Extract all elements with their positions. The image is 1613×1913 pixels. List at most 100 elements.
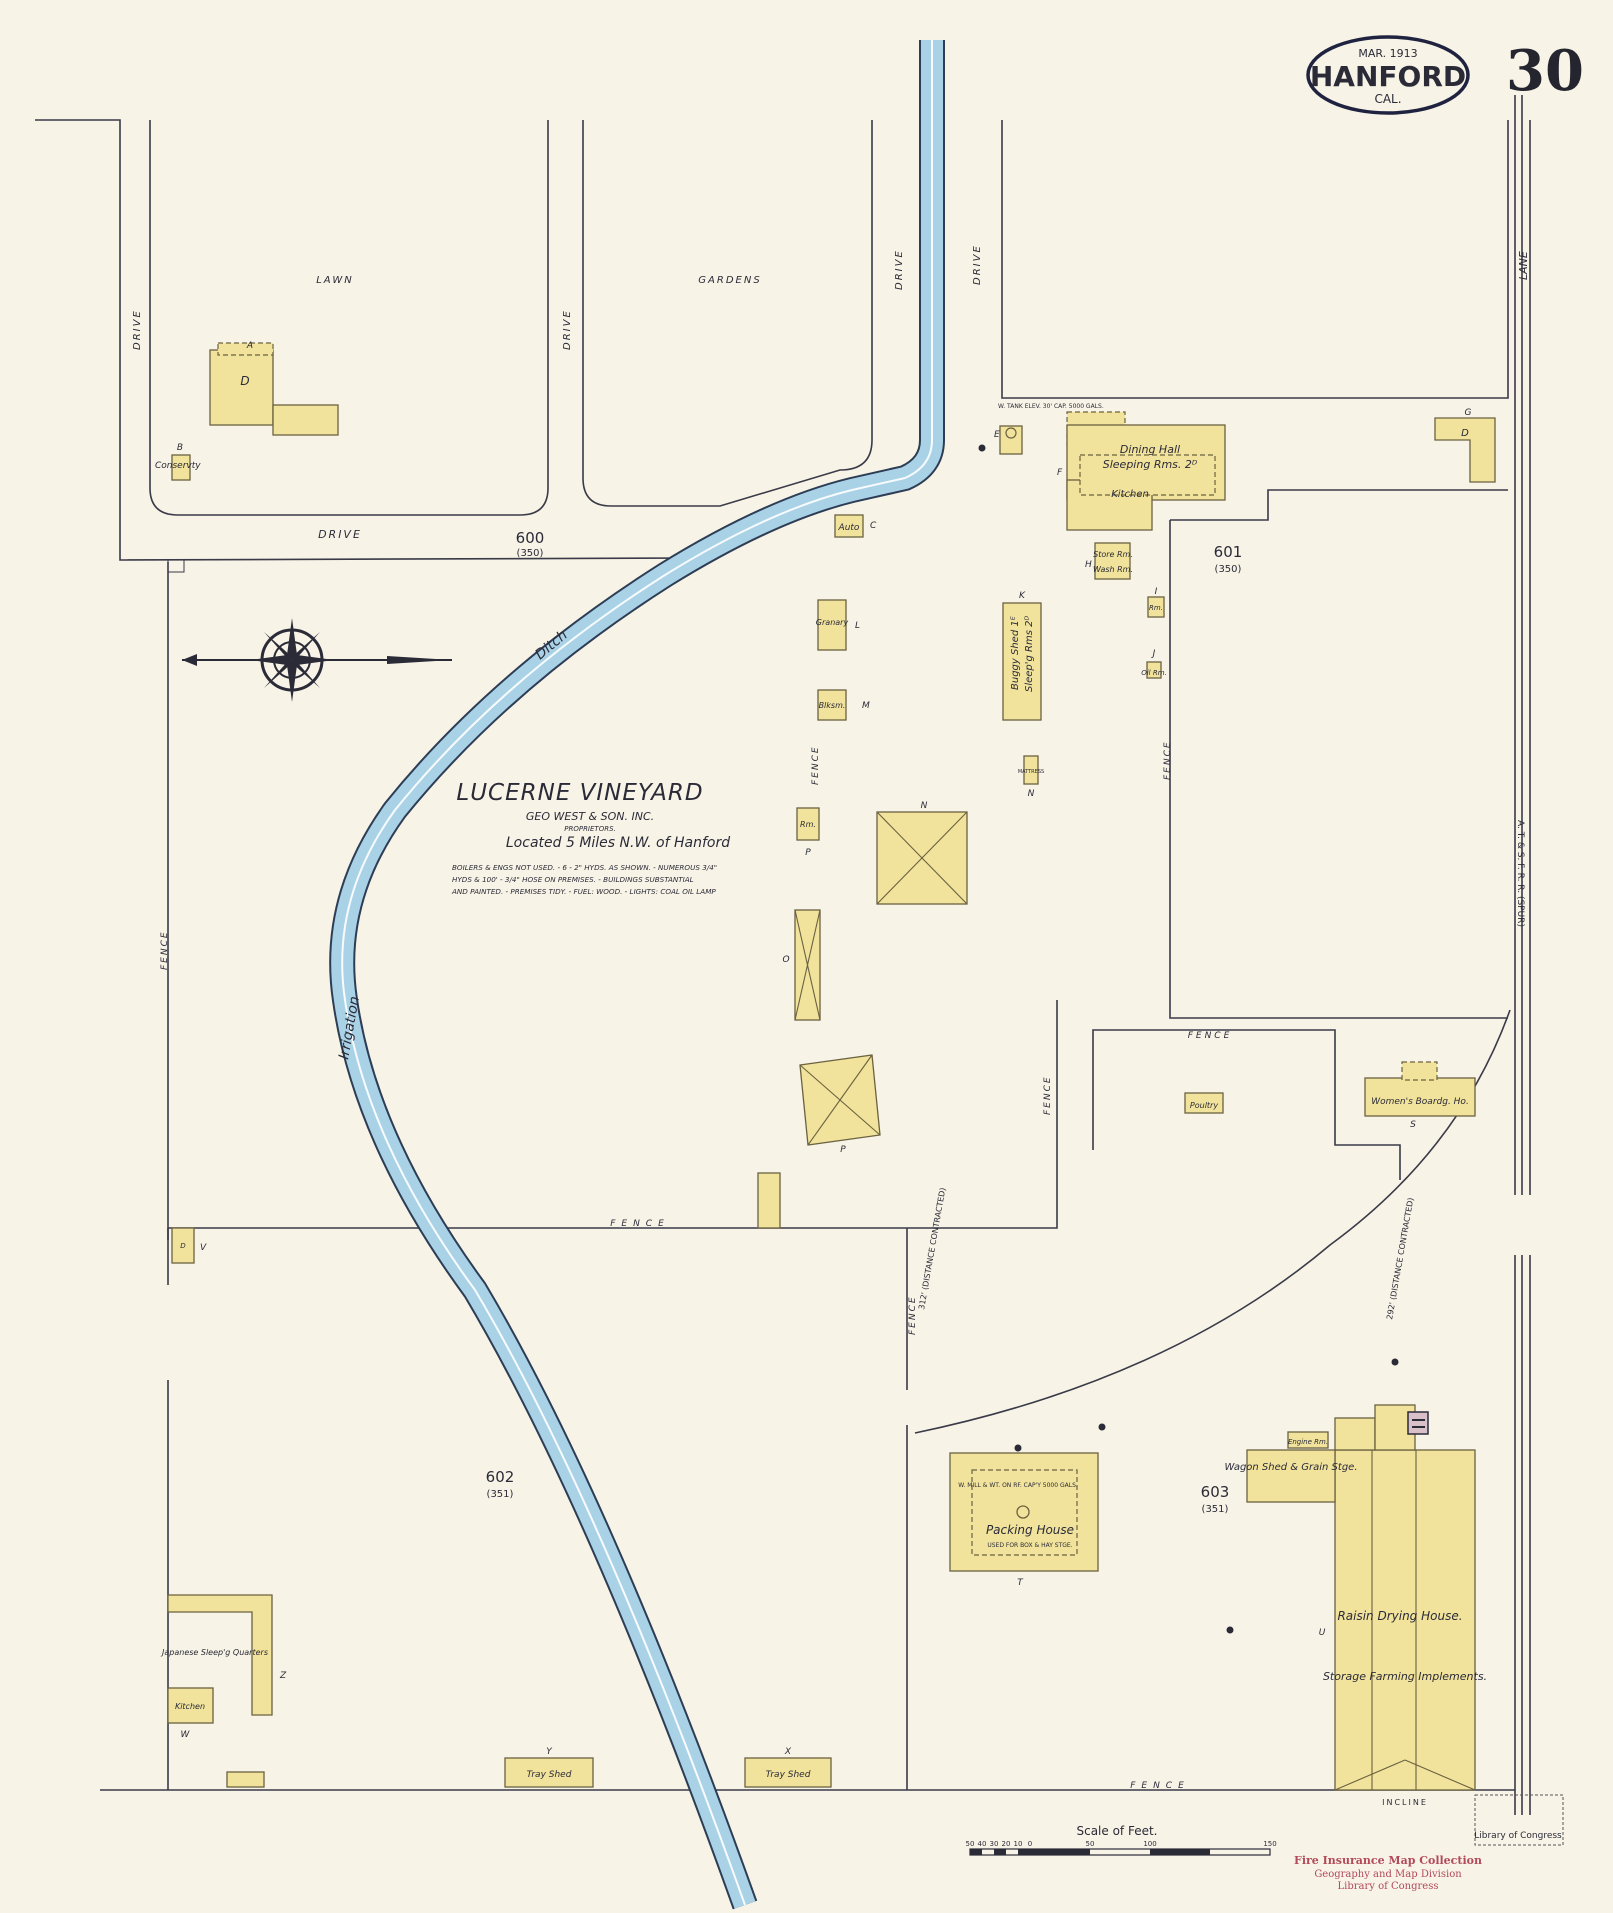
city-ellipse [1306,35,1470,115]
vineyard-location: Located 5 Miles N.W. of Hanford [506,835,730,851]
drive-label-east-1: DRIVE [894,249,905,290]
dwelling-porch [217,342,274,356]
fence-label-west: FENCE [160,930,170,970]
compass-point-se [292,660,320,688]
raisin-label: Raisin Drying House. [1337,1609,1462,1623]
buggy-sleeping-label: Sleep'g Rms 2ᴰ [1024,616,1035,692]
parcel-600-number: 600 [516,529,545,547]
sleeping-rooms-upper [1079,454,1216,496]
compass-point-n [287,618,297,660]
letter-f: F [1057,468,1063,478]
letter-b: B [177,443,183,453]
parcel-602-number: 602 [486,1468,515,1486]
vineyard-owner: GEO WEST & SON. INC. [526,810,654,823]
drive-label-mid: DRIVE [562,309,573,350]
womens-boarding-label: Women's Boardg. Ho. [1371,1097,1469,1107]
tank-circle [1005,427,1017,439]
small-shed-south [226,1771,265,1788]
rm-r [796,807,820,841]
building-g [1434,417,1496,483]
boiler-box [1407,1411,1429,1435]
building-g-label: D [1461,428,1469,439]
railroad-label: A. T. & S. F. R. R. (SPUR) [1515,820,1525,927]
shed-q-cross-2 [794,909,821,1021]
dining-hall-label: Dining Hall [1120,443,1180,456]
buggy-shed-label: Buggy Shed 1ᴱ [1010,616,1021,690]
scale-seg-4 [1030,1849,1090,1855]
store-rm-label: Store Rm. [1093,550,1133,559]
vineyard-owner-role: PROPRIETORS. [564,825,616,833]
fence-label-south: FENCE [1130,1781,1190,1791]
packing-house-group: W. MILL & WT. ON RF. CAP'Y 5000 GALS. Pa… [949,1444,1099,1588]
parcel-602-sub: (351) [487,1489,514,1500]
fence-block [1092,1029,1401,1180]
parcel-600-sub: (350) [517,548,544,559]
womens-boarding-upper [1401,1061,1438,1081]
wagon-shed-label: Wagon Shed & Grain Stge. [1224,1462,1357,1473]
poultry-house [1184,1092,1224,1114]
letter-g: G [1465,408,1472,418]
letter-w: W [181,1730,191,1740]
auto-shed [834,514,864,538]
compass-point-ne [292,632,320,660]
dining-hall-complex: Dining Hall Sleeping Rms. 2ᴰ Kitchen F [1057,411,1226,531]
block-600-north-outline [35,119,701,561]
stamp-line-1: Fire Insurance Map Collection [1294,1854,1482,1867]
compass-point-e [292,655,334,665]
scale-seg-2 [994,1849,1006,1855]
block-601-west [1169,520,1508,1019]
tray-shed-x-label: Tray Shed [766,1770,811,1780]
raisin-incline-2 [1404,1759,1476,1791]
letter-j: J [1151,649,1156,659]
vineyard-note-2: HYDS & 100' - 3/4" HOSE ON PREMISES. - B… [452,875,694,884]
letter-r: P [805,848,811,858]
ditch-highlight [341,40,933,1906]
mattress-shed [1023,755,1039,785]
buggy-shed [1002,602,1042,721]
residence-group: D Conservty B A [155,341,339,481]
scale-tick-50b: 50 [1086,1840,1095,1848]
letter-n: N [921,801,928,811]
scale-tick-0: 0 [1028,1840,1032,1848]
water-tank [999,425,1023,455]
dwelling-label: D [240,374,249,388]
incline-label: INCLINE [1382,1798,1428,1807]
dwelling-wing [272,404,339,436]
letter-i: I [1155,587,1158,597]
lane-lines [1514,95,1531,1815]
packing-house-label: Packing House [986,1523,1074,1537]
letter-c: C [870,521,877,531]
stamp-line-3: Library of Congress [1338,1881,1439,1892]
sheet-number: 30 [1506,38,1584,104]
rm-r-label: Rm. [800,820,816,829]
lib-stamp-box [1474,1794,1564,1846]
letter-m: M [862,701,870,711]
store-wash-rm [1094,542,1131,580]
packing-house-windmill [1016,1505,1030,1519]
small-shed-fence [757,1172,781,1229]
gardens-label: GARDENS [698,275,761,286]
japanese-quarters-label: Japanese Sleep'g Quarters [160,1648,268,1657]
raisin-north-wing [1334,1417,1376,1451]
letter-z: Z [279,1671,287,1681]
fence-label-north: FENCE [1188,1031,1233,1041]
letter-u: U [1319,1628,1326,1638]
dwelling-v-label: D [180,1242,186,1250]
hydrant-packing [1014,1444,1022,1452]
vineyard-note-3: AND PAINTED. - PREMISES TIDY. - FUEL: WO… [451,887,716,896]
lawn-parcel [149,120,549,516]
oil-rm [1146,661,1162,679]
letter-e: E [994,430,1000,440]
scale-tick-50a: 50 [966,1840,975,1848]
blksm-label: Blksm. [819,701,846,710]
fence-label-east: FENCE [1043,1075,1053,1115]
scale-seg-5 [1150,1849,1210,1855]
japanese-quarters [167,1594,273,1716]
rm-i-label: Rm. [1149,604,1163,612]
letter-x: X [784,1747,792,1757]
scale-tick-20: 20 [1002,1840,1011,1848]
fence-label-lot-south: FENCE [610,1219,670,1229]
storage-label: Storage Farming Implements. [1323,1670,1487,1683]
letter-l: L [855,621,860,631]
library-stamp: Fire Insurance Map Collection Geography … [1294,1794,1564,1892]
